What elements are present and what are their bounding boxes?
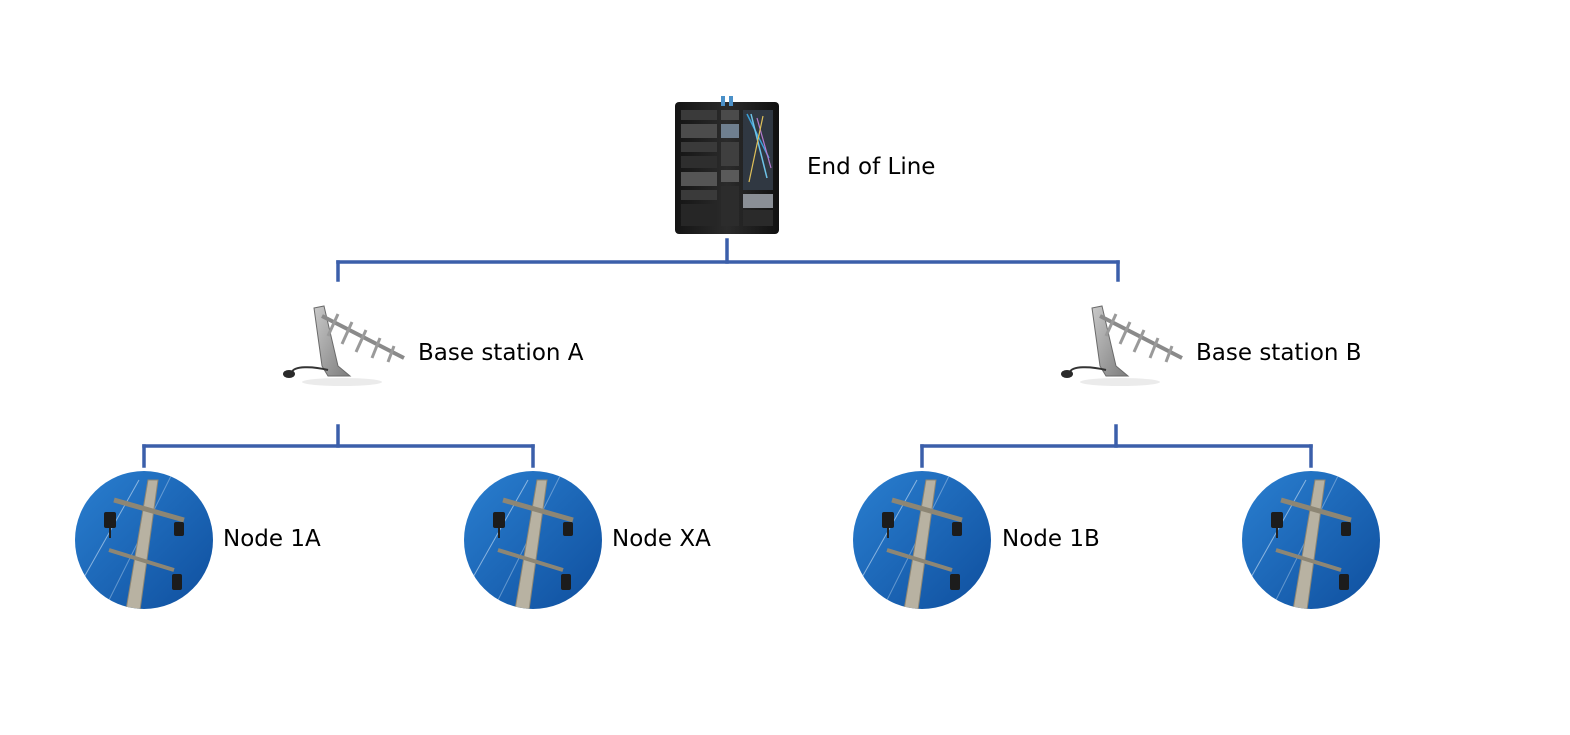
antenna-icon — [1059, 304, 1184, 388]
utility-pole-icon — [463, 470, 602, 610]
node-1a-label: Node 1A — [223, 526, 321, 552]
connector-lines — [142, 238, 1313, 468]
base-station-b-label: Base station B — [1196, 340, 1362, 366]
antenna-icon — [281, 304, 406, 388]
node-xa-label: Node XA — [612, 526, 711, 552]
node-1b-label: Node 1B — [1002, 526, 1100, 552]
utility-pole-icon — [852, 470, 991, 610]
utility-pole-icon — [1241, 470, 1380, 610]
utility-pole-icon — [74, 470, 213, 610]
base-station-a-label: Base station A — [418, 340, 584, 366]
end-of-line-label: End of Line — [807, 154, 935, 180]
server-rack-icon — [675, 96, 779, 234]
